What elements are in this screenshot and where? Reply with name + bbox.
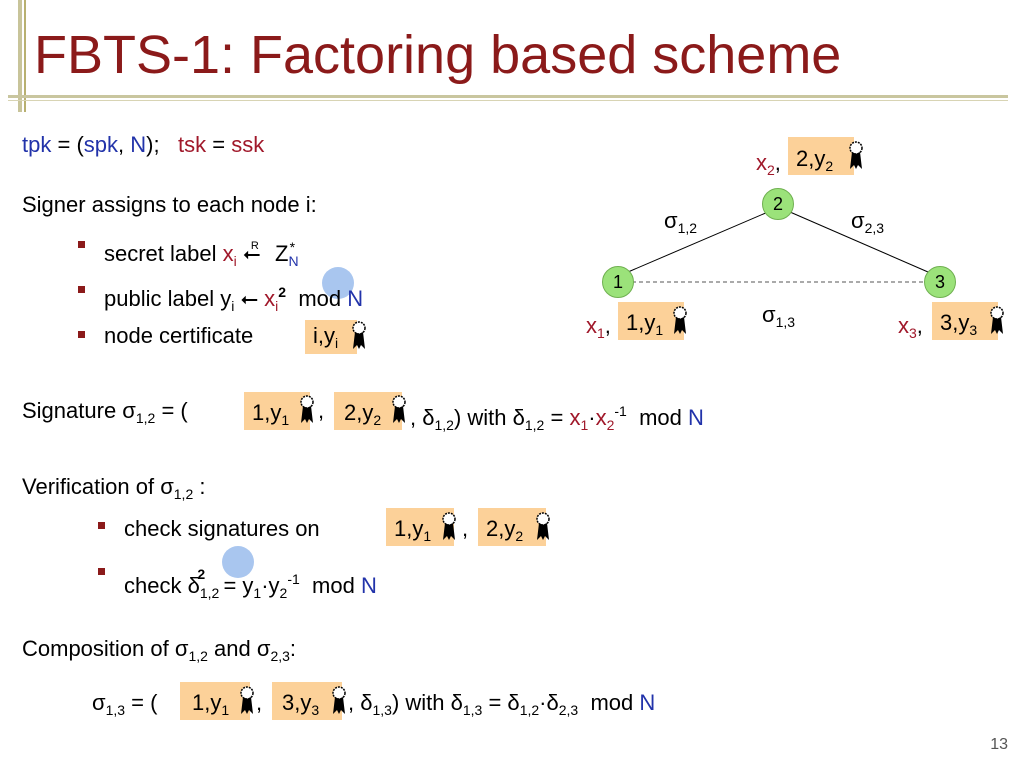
signature-label: Signature σ1,2 = ( [22,398,188,426]
frame-vertical-line-inner [24,0,26,112]
node-certificate-label: node certificate [104,323,254,348]
verification-comma: , [462,516,469,541]
composition-label: Composition of σ1,2 and σ2,3: [22,636,297,664]
award-ribbon-icon [673,306,687,334]
frame-horizontal-line [8,95,1008,98]
frame-horizontal-line-thin [8,100,1008,101]
certificate-box [932,302,998,340]
certificate-3-text: 3,y3 [940,310,978,338]
bullet-marker [98,568,105,575]
bullet-marker [78,286,85,293]
certificate-box [788,137,854,175]
secret-label-line: secret label xi R ⭠ ZN* [104,239,299,269]
certificate-box [386,508,454,546]
check-signatures-label: check signatures on [124,516,320,541]
highlight-circle [322,267,354,299]
page-number: 13 [990,736,1008,753]
check-delta-line: check δ1,22 = y1·y2-1 mod N [124,566,377,601]
x2-label: x2, [756,150,781,178]
composition-comma: , [256,690,263,715]
key-line: tpk = (spk, N); tsk = ssk [22,132,265,157]
slide-title: FBTS-1: Factoring based scheme [34,25,842,85]
certificate-box [244,392,310,430]
signature-delta-part: , δ1,2) with δ1,2 = x1·x2-1 mod N [410,403,704,433]
signature-cert-2: 2,y2 [344,400,382,428]
node-3: 3 [924,266,956,298]
composition-cert-1: 1,y1 [192,690,230,718]
certificate-box [305,320,357,354]
sigma-2-3-label: σ2,3 [851,208,885,236]
sigma-1-3-label: σ1,3 [762,302,796,330]
sigma-1-2-label: σ1,2 [664,208,698,236]
award-ribbon-icon [849,141,863,169]
award-ribbon-icon [442,512,456,540]
composition-sigma: σ1,3 = ( [92,690,158,718]
certificate-box [180,682,250,720]
signature-cert-1: 1,y1 [252,400,290,428]
certificate-1-text: 1,y1 [626,310,664,338]
award-ribbon-icon [990,306,1004,334]
verification-cert-2: 2,y2 [486,516,524,544]
award-ribbon-icon [536,512,550,540]
award-ribbon-icon [332,686,346,714]
bullet-marker [98,522,105,529]
assign-intro: Signer assigns to each node i: [22,192,317,217]
public-label-line: public label yi ⭠ xi2 mod N [104,284,364,314]
certificate-text: i,yi [313,323,339,351]
certificate-2-text: 2,y2 [796,146,834,174]
bullet-marker [78,331,85,338]
award-ribbon-icon [240,686,254,714]
certificate-box [334,392,402,430]
certificate-box [478,508,546,546]
x3-label: x3, [898,313,923,341]
verification-cert-1: 1,y1 [394,516,432,544]
x1-label: x1, [586,313,611,341]
certificate-box [272,682,342,720]
verification-label: Verification of σ1,2 : [22,474,206,502]
bullet-marker [78,241,85,248]
certificate-box [618,302,684,340]
composition-cert-3: 3,y3 [282,690,320,718]
signature-comma: , [318,398,325,423]
award-ribbon-icon [352,321,366,349]
composition-delta-part: , δ1,3) with δ1,3 = δ1,2·δ2,3 mod N [348,690,656,718]
node-1: 1 [602,266,634,298]
frame-vertical-line [18,0,22,112]
highlight-circle [222,546,254,578]
node-2: 2 [762,188,794,220]
award-ribbon-icon [392,395,406,423]
award-ribbon-icon [300,395,314,423]
